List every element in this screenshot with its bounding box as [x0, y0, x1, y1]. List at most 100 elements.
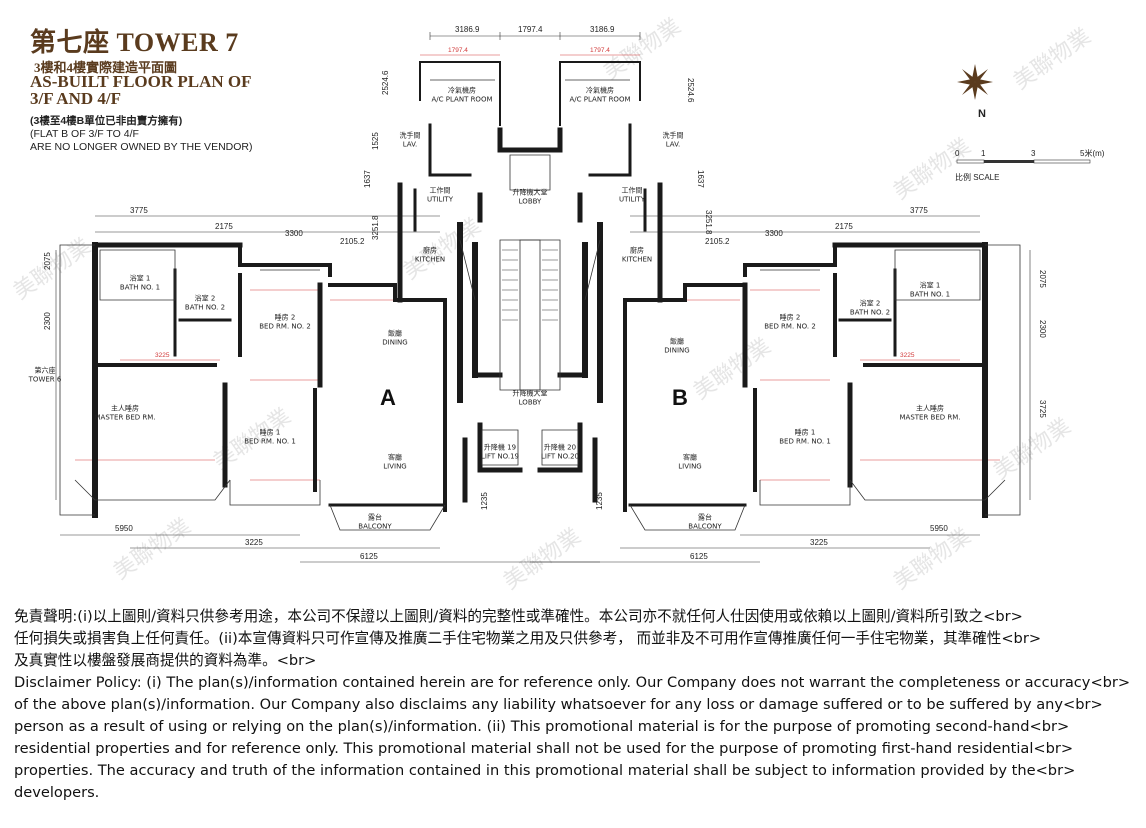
- red-dimension-label: 3225: [900, 352, 915, 359]
- dimension-label: 3725: [1038, 400, 1047, 418]
- scale-tick: 5米(m): [1080, 148, 1105, 158]
- dimension-label: 3775: [130, 206, 148, 215]
- disclaimer-en-line: person as a result of using or relying o…: [14, 718, 1070, 735]
- dimension-label: 3775: [910, 206, 928, 215]
- disclaimer: 免責聲明:(i)以上圖則/資料只供參考用途，本公司不保證以上圖則/資料的完整性或…: [14, 606, 1134, 804]
- scale-tick: 3: [1031, 149, 1036, 158]
- dimension-label: 2105.2: [705, 237, 730, 246]
- scale-tick: 0: [955, 149, 960, 158]
- dimension-label: 1235: [480, 492, 489, 510]
- room-label-living: 客廳 LIVING: [383, 453, 407, 471]
- dimension-label: 1637: [696, 170, 705, 188]
- room-label-master-bed: 主人睡房 MASTER BED RM.: [94, 404, 156, 422]
- watermark: 美聯物業: [889, 524, 975, 595]
- red-dimension-label: 1797.4: [590, 47, 610, 54]
- room-label-lav: 洗手間 LAV.: [399, 131, 421, 149]
- unit-a-label: A: [380, 385, 396, 410]
- red-dimension-lines: [75, 54, 1000, 481]
- room-label-utility: 工作間 UTILITY: [619, 186, 645, 204]
- room-label-bed2: 睡房 2 BED RM. NO. 2: [259, 313, 311, 331]
- red-dimension-label: 1797.4: [448, 47, 468, 54]
- dimension-label: 3186.9: [455, 25, 480, 34]
- room-label-bath2: 浴室 2 BATH NO. 2: [849, 299, 891, 317]
- dimension-label: 2075: [1038, 270, 1047, 288]
- watermark: 美聯物業: [989, 414, 1075, 485]
- dimension-label: 5950: [115, 524, 133, 533]
- dimension-label: 1637: [363, 170, 372, 188]
- dimension-label: 3186.9: [590, 25, 615, 34]
- room-label-dining: 飯廳 DINING: [664, 337, 690, 355]
- room-label-lift-lobby: 升降機大堂 LOBBY: [512, 188, 548, 206]
- room-label-lav: 洗手間 LAV.: [662, 131, 684, 149]
- room-label-bath1: 浴室 1 BATH NO. 1: [909, 281, 951, 299]
- scale-bar: [956, 159, 1091, 164]
- watermark: 美聯物業: [889, 134, 975, 205]
- room-label-lift-lobby: 升降機大堂 LOBBY: [512, 389, 548, 407]
- red-dimension-label: 3225: [155, 352, 170, 359]
- watermark: 美聯物業: [1009, 24, 1095, 95]
- compass-north-label: N: [978, 108, 986, 120]
- disclaimer-en-line: of the above plan(s)/information. Our Co…: [14, 696, 1103, 713]
- dimension-label: 3300: [285, 229, 303, 238]
- room-label-plant-room: 冷氣機房 A/C PLANT ROOM: [569, 86, 631, 104]
- disclaimer-zh-line: 及真實性以樓盤發展商提供的資料為準。<br>: [14, 652, 317, 669]
- dimension-label: 2524.6: [381, 70, 390, 95]
- dimension-label: 2105.2: [340, 237, 365, 246]
- dimension-label: 3251.8: [704, 210, 713, 235]
- disclaimer-en-line: Disclaimer Policy: (i) The plan(s)/infor…: [14, 674, 1131, 691]
- room-label-balcony: 露台 BALCONY: [358, 513, 392, 531]
- subtitle-en: AS-BUILT FLOOR PLAN OF 3/F AND 4/F: [30, 73, 252, 107]
- watermark: 美聯物業: [689, 334, 775, 405]
- scale-label: 比例 SCALE: [955, 172, 999, 182]
- floor-plan-drawing: 美聯物業 美聯物業 美聯物業 美聯物業 美聯物業 美聯物業 美聯物業 美聯物業 …: [9, 14, 1105, 595]
- disclaimer-en-line: residential properties and for reference…: [14, 740, 1074, 757]
- plan-outlines: [59, 79, 1021, 531]
- compass-icon: [957, 64, 993, 100]
- dimension-label: 2175: [215, 222, 233, 231]
- room-label-balcony: 露台 BALCONY: [688, 513, 722, 531]
- walls: [92, 61, 988, 518]
- room-label-bed2: 睡房 2 BED RM. NO. 2: [764, 313, 816, 331]
- stair-treads: [502, 249, 558, 321]
- room-label-dining: 飯廳 DINING: [382, 329, 408, 347]
- room-label-bed1: 睡房 1 BED RM. NO. 1: [779, 428, 831, 446]
- ownership-note: (3樓至4樓B單位已非由賣方擁有) (FLAT B OF 3/F TO 4/F …: [30, 115, 252, 154]
- room-label-utility: 工作間 UTILITY: [427, 186, 453, 204]
- floor-plan: 美聯物業 美聯物業 美聯物業 美聯物業 美聯物業 美聯物業 美聯物業 美聯物業 …: [9, 14, 1105, 595]
- unit-b-label: B: [672, 385, 688, 410]
- dimension-label: 2175: [835, 222, 853, 231]
- room-label-lift19: 升降機 19 LIFT NO.19: [481, 443, 519, 461]
- dimension-label: 1797.4: [518, 25, 543, 34]
- disclaimer-zh-line: 任何損失或損害負上任何責任。(ii)本宣傳資料只可作宣傳及推廣二手住宅物業之用及…: [14, 630, 1042, 647]
- dimension-label: 2524.6: [686, 78, 695, 103]
- watermark: 美聯物業: [9, 234, 95, 305]
- dimension-label: 5950: [930, 524, 948, 533]
- room-label-living: 客廳 LIVING: [678, 453, 702, 471]
- top-dimension-lines: [55, 32, 1031, 563]
- disclaimer-en-line: developers.: [14, 784, 100, 801]
- subtitle-zh: 3樓和4樓實際建造平面圖: [34, 60, 178, 75]
- room-label-bed1: 睡房 1 BED RM. NO. 1: [244, 428, 296, 446]
- dimension-label: 3225: [245, 538, 263, 547]
- dimension-label: 6125: [690, 552, 708, 561]
- subtitle-en-line: AS-BUILT FLOOR PLAN OF: [30, 72, 252, 91]
- dimension-label: 1235: [595, 492, 604, 510]
- page-title: 第七座 TOWER 7: [30, 28, 239, 57]
- subtitle-en-line: 3/F AND 4/F: [30, 89, 121, 108]
- room-label-plant-room: 冷氣機房 A/C PLANT ROOM: [431, 86, 493, 104]
- dimension-label: 2300: [43, 312, 52, 330]
- scale-tick: 1: [981, 149, 986, 158]
- ownership-note-en: ARE NO LONGER OWNED BY THE VENDOR): [30, 141, 253, 153]
- dimension-label: 1525: [371, 132, 380, 150]
- room-label-kitchen: 廚房 KITCHEN: [621, 246, 653, 264]
- room-label-master-bed: 主人睡房 MASTER BED RM.: [899, 404, 961, 422]
- dimension-label: 3300: [765, 229, 783, 238]
- room-label-bath2: 浴室 2 BATH NO. 2: [184, 294, 226, 312]
- dimension-label: 2300: [1038, 320, 1047, 338]
- room-label-lift20: 升降機 20 LIFT NO.20: [541, 443, 579, 461]
- disclaimer-zh-line: 免責聲明:(i)以上圖則/資料只供參考用途，本公司不保證以上圖則/資料的完整性或…: [14, 608, 1023, 625]
- dimension-label: 6125: [360, 552, 378, 561]
- room-label-tower6: 第六座 TOWER 6: [28, 366, 62, 384]
- watermark: 美聯物業: [499, 524, 585, 595]
- room-label-bath1: 浴室 1 BATH NO. 1: [119, 274, 161, 292]
